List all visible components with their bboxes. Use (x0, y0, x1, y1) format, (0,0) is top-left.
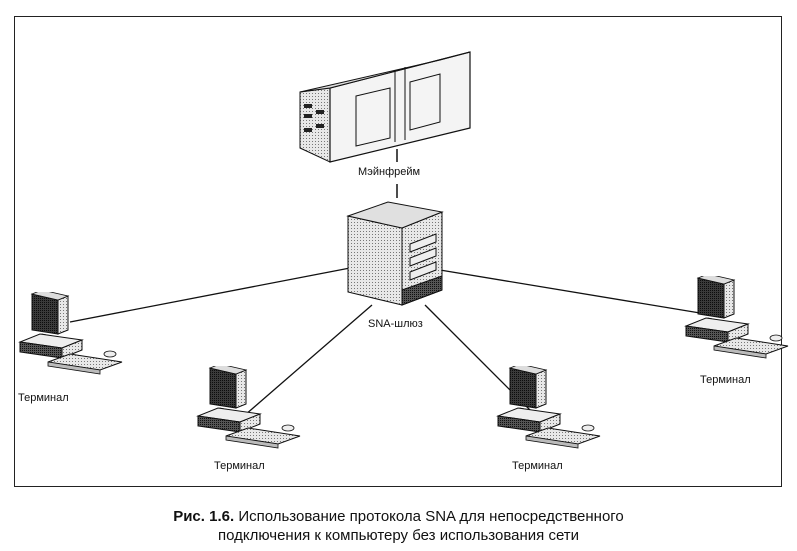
edge-gateway-terminal-2 (244, 304, 373, 416)
terminal-computer-icon-1 (19, 292, 123, 375)
mainframe-icon (299, 51, 471, 163)
gateway-label: SNA-шлюз (368, 318, 423, 330)
terminal-2-label: Терминал (214, 460, 265, 472)
terminal-computer-icon-3 (497, 366, 601, 449)
edge-gateway-terminal-4 (439, 269, 701, 314)
server-tower-icon (346, 201, 444, 306)
caption-text-line-2: подключения к компьютеру без использован… (217, 527, 580, 544)
terminal-3-label: Терминал (512, 460, 563, 472)
terminal-computer-icon-2 (197, 366, 301, 449)
edge-gateway-terminal-1 (69, 267, 351, 323)
figure-number: Рис. 1.6. (173, 508, 235, 525)
terminal-4-label: Терминал (700, 374, 751, 386)
mainframe-label: Мэйнфрейм (358, 166, 421, 178)
terminal-computer-icon-4 (685, 276, 789, 359)
terminal-1-label: Терминал (18, 392, 69, 404)
caption-line-1: Рис. 1.6. Использование протокола SNA дл… (0, 507, 797, 526)
diagram-frame (14, 16, 782, 487)
caption-text-line-1: Использование протокола SNA для непосред… (238, 508, 624, 525)
figure-caption: Рис. 1.6. Использование протокола SNA дл… (0, 507, 797, 545)
